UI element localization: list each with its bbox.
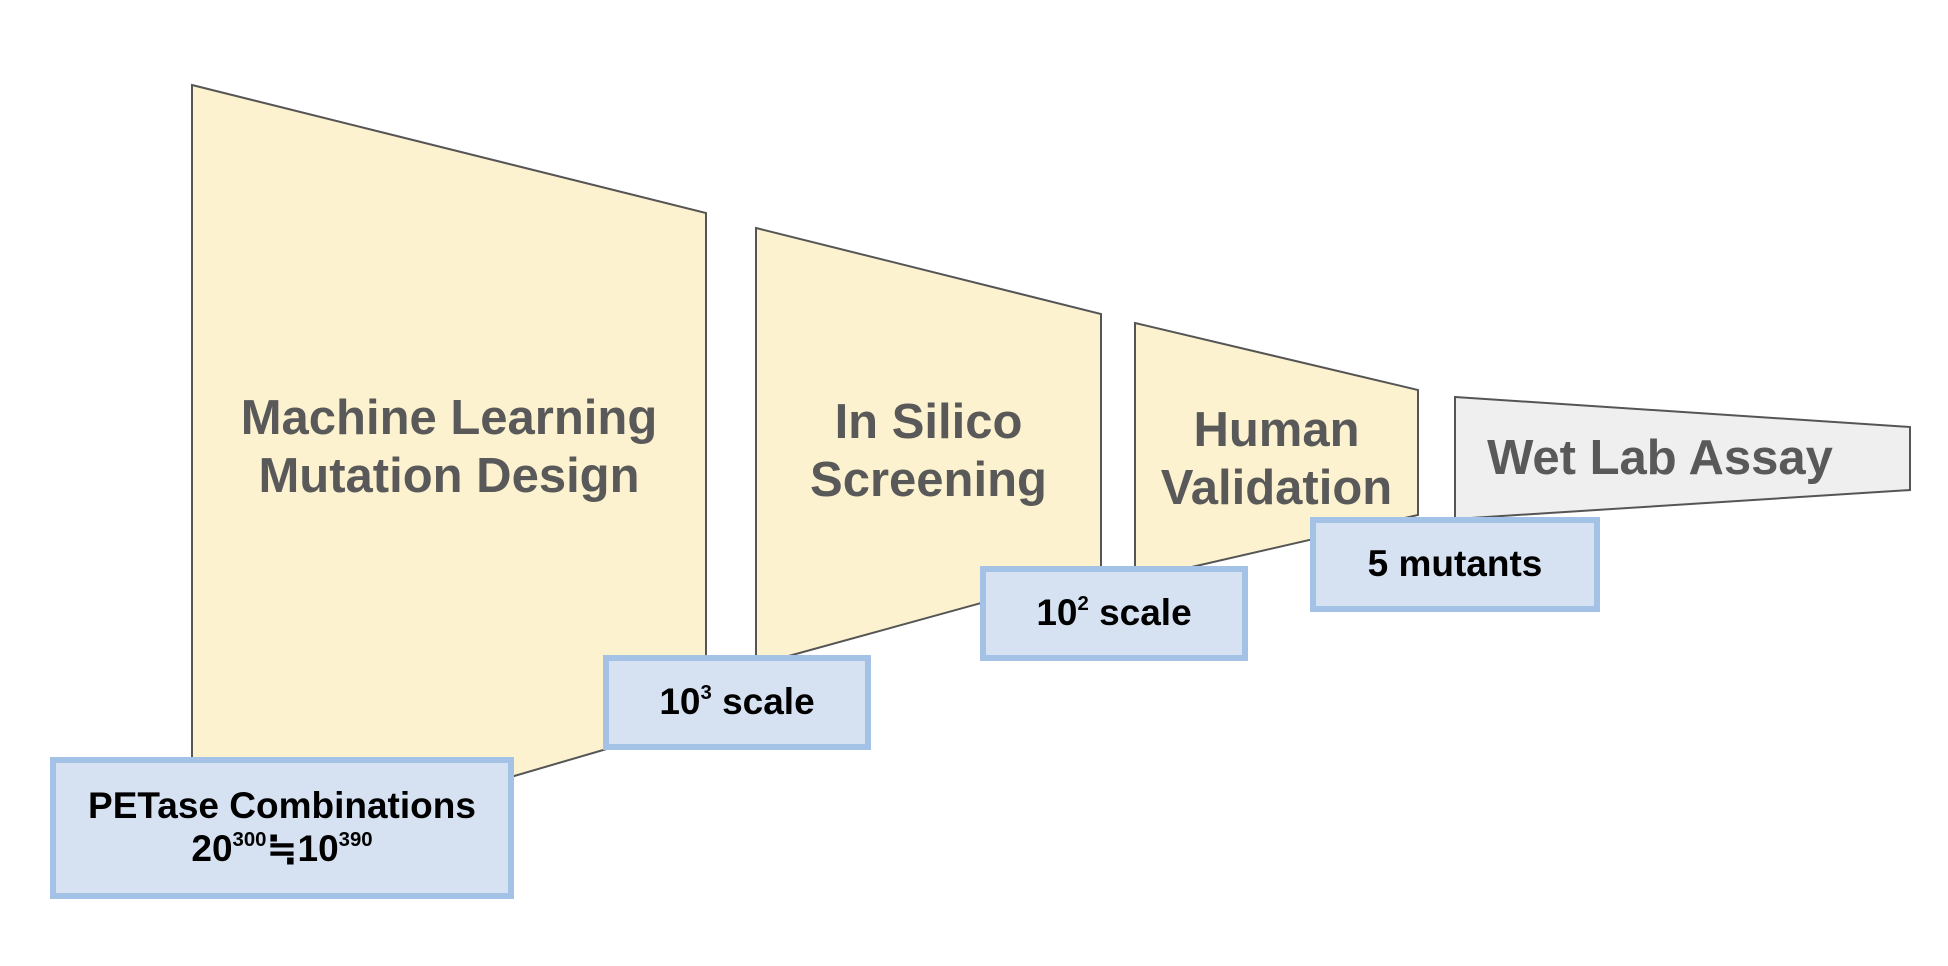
scale-100-box: 102 scale — [980, 566, 1248, 661]
stage-ml-line2: Mutation Design — [258, 448, 640, 503]
mutants-label: 5 mutants — [1367, 543, 1543, 585]
stage-insilico-line1: In Silico — [834, 395, 1023, 449]
stage-insilico-line2: Screening — [810, 452, 1047, 507]
stage-ml-line1: Machine Learning — [240, 391, 658, 445]
scale-1000-box: 103 scale — [603, 655, 871, 750]
stage-wetlab-shape — [1454, 395, 1911, 521]
combinations-formula: 20300≒10390 — [191, 828, 373, 869]
scale-100-value: 102 scale — [1036, 592, 1192, 634]
stage-human-line2: Validation — [1160, 460, 1393, 515]
stage-insilico-label: In Silico Screening — [756, 394, 1101, 510]
mutants-box: 5 mutants — [1310, 517, 1600, 612]
combinations-label: PETase Combinations — [88, 785, 476, 827]
stage-ml-label: Machine Learning Mutation Design — [192, 390, 706, 506]
stage-wetlab-label: Wet Lab Assay — [1455, 430, 1865, 488]
scale-1000-value: 103 scale — [659, 681, 815, 723]
stage-wetlab-line1: Wet Lab Assay — [1487, 431, 1833, 485]
stage-human-label: Human Validation — [1135, 402, 1418, 518]
stage-human-line1: Human — [1193, 403, 1360, 457]
stage-human-shape — [1134, 321, 1419, 582]
combinations-box: PETase Combinations 20300≒10390 — [50, 757, 514, 899]
